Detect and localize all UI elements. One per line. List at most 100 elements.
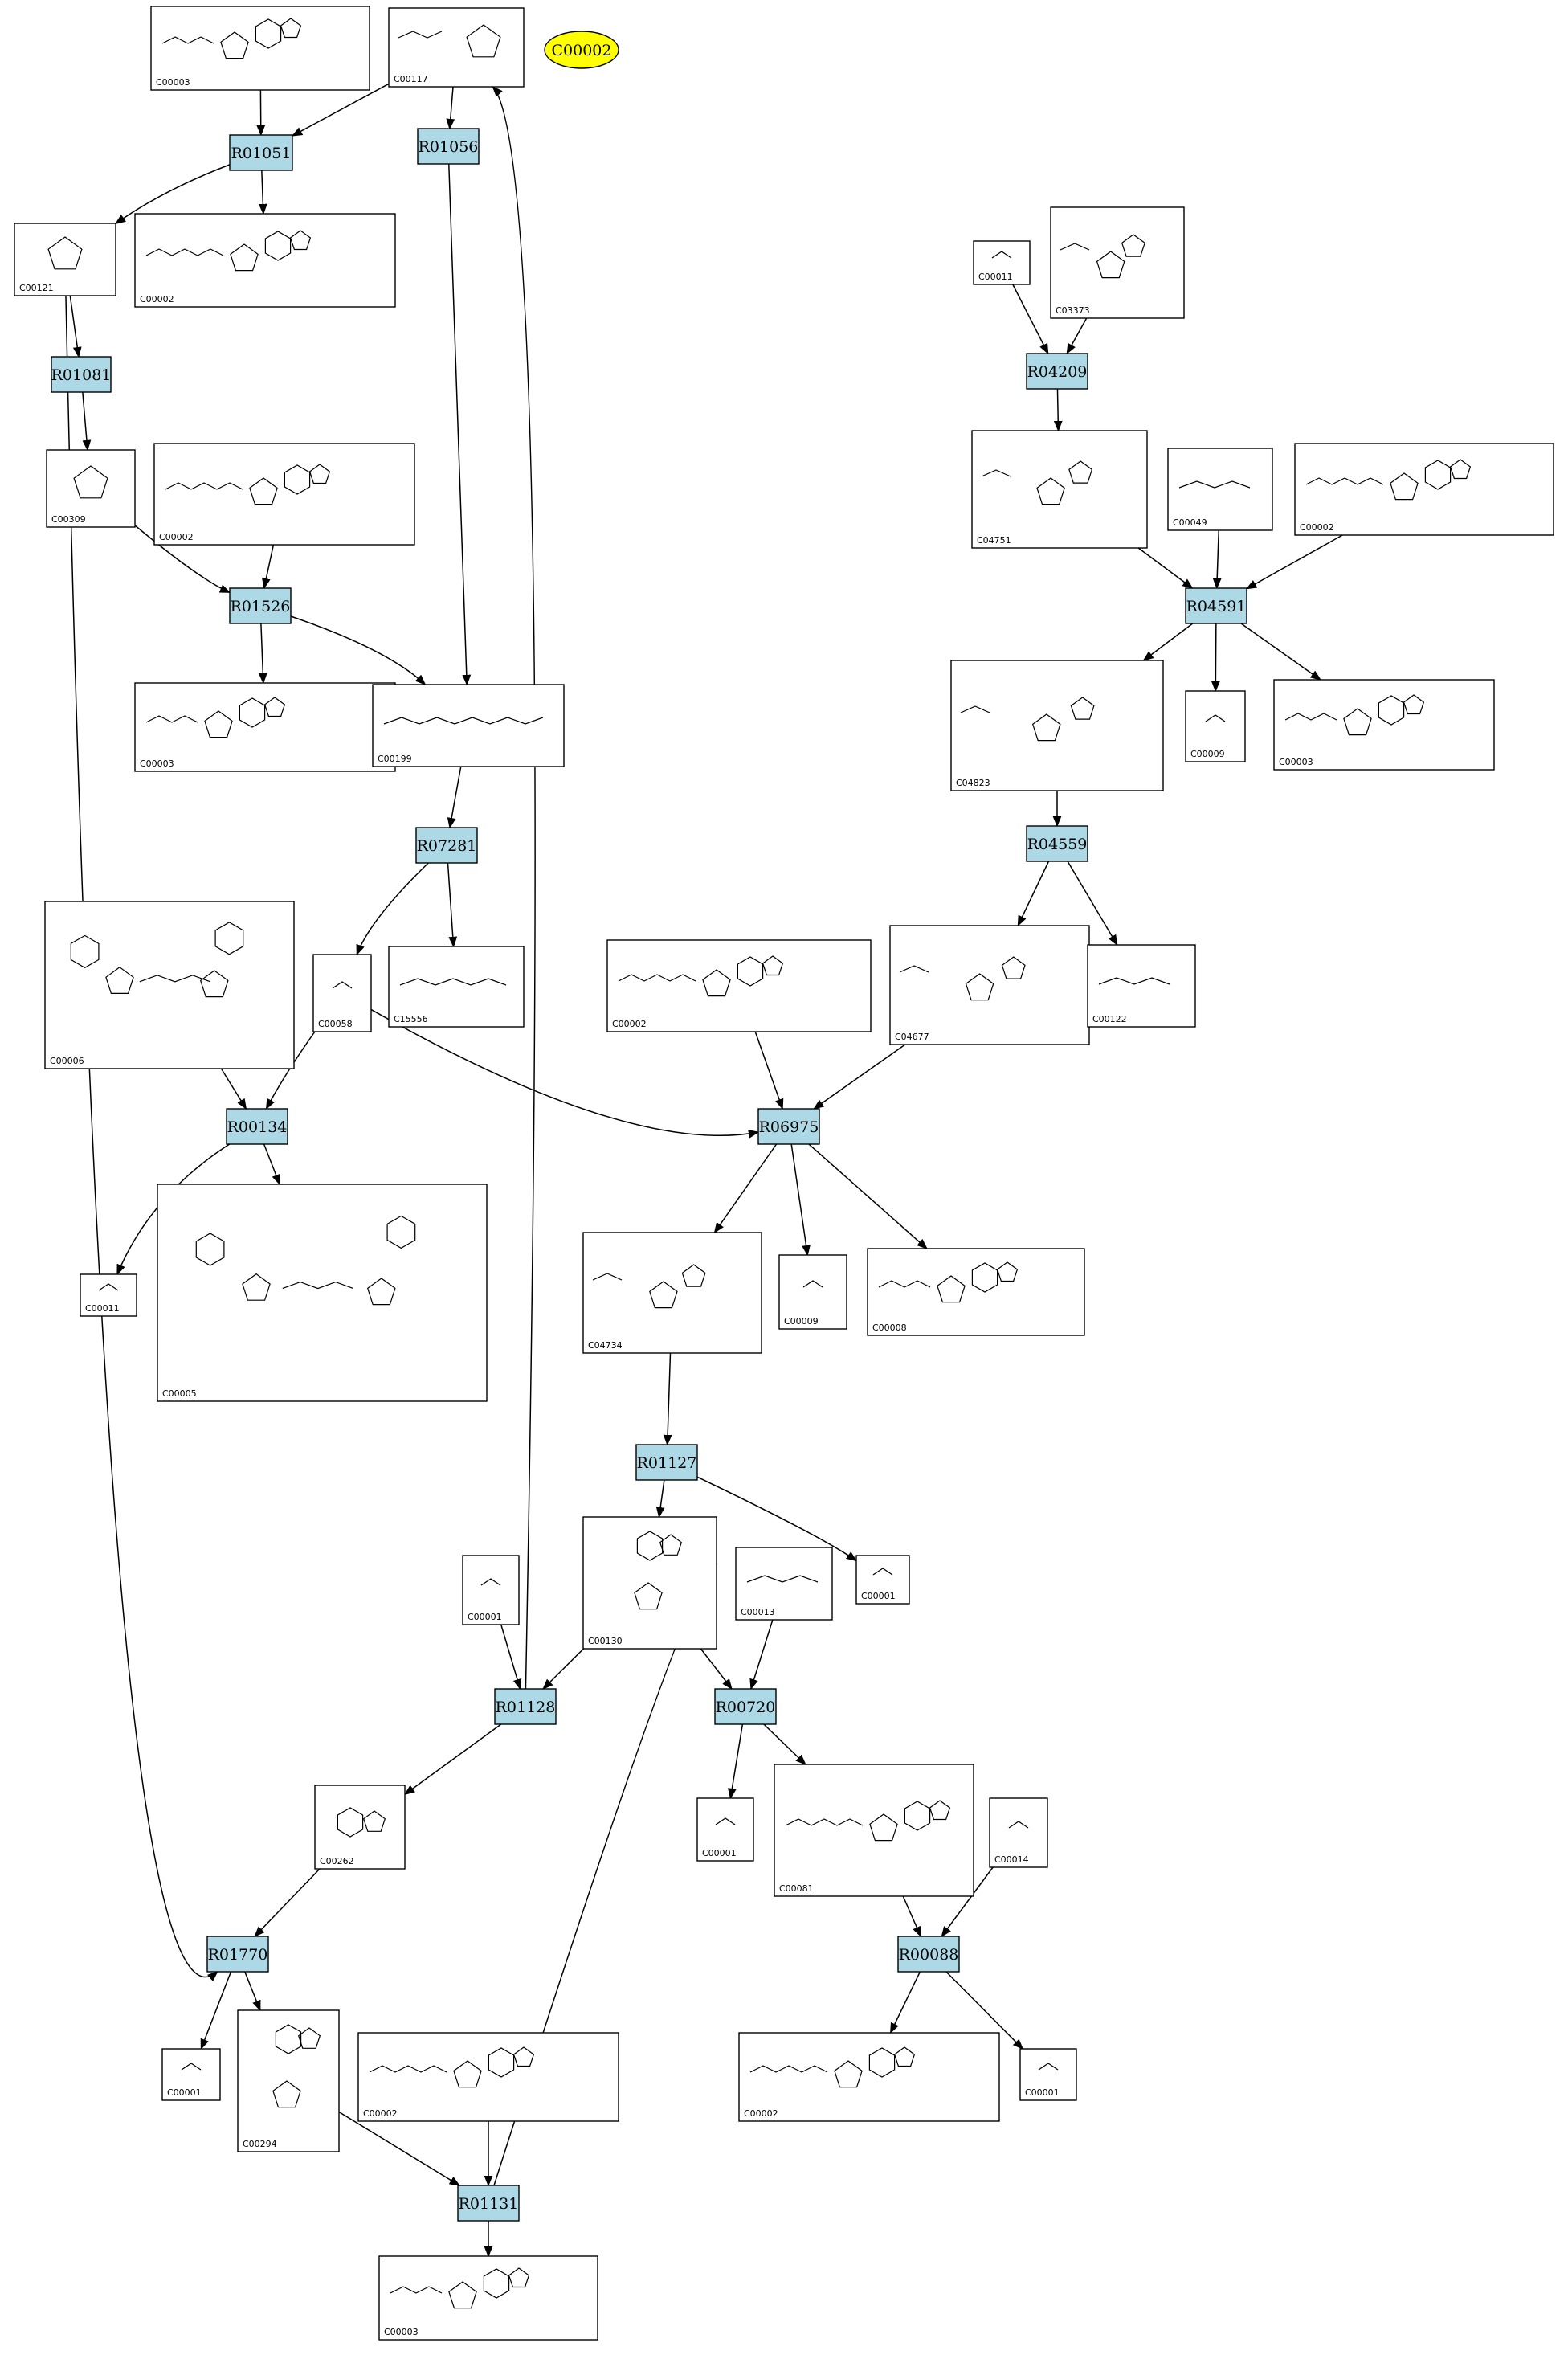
reaction-node[interactable]: R01770 bbox=[206, 1936, 269, 1973]
compound-node[interactable]: C15556 bbox=[388, 946, 525, 1028]
highlight-compound-oval[interactable] bbox=[544, 31, 619, 69]
reaction-node[interactable]: R06975 bbox=[757, 1108, 820, 1145]
compound-box[interactable] bbox=[1050, 206, 1185, 319]
compound-node[interactable]: C00121 bbox=[14, 223, 116, 296]
compound-node[interactable]: C00002 bbox=[153, 443, 415, 546]
compound-node[interactable]: C00117 bbox=[388, 7, 525, 88]
compound-node[interactable]: C04734 bbox=[582, 1232, 762, 1354]
compound-node[interactable]: C00001 bbox=[855, 1555, 910, 1605]
reaction-box[interactable] bbox=[1026, 825, 1088, 862]
compound-box[interactable] bbox=[950, 660, 1164, 791]
reaction-node[interactable]: R00088 bbox=[897, 1936, 960, 1973]
compound-box[interactable] bbox=[1087, 944, 1196, 1028]
reaction-node[interactable]: R07281 bbox=[415, 827, 478, 864]
compound-node[interactable]: C00002 bbox=[738, 2032, 1000, 2122]
compound-box[interactable] bbox=[774, 1764, 974, 1897]
compound-node[interactable]: C04677 bbox=[889, 925, 1090, 1045]
compound-box[interactable] bbox=[855, 1555, 910, 1605]
compound-box[interactable] bbox=[161, 2048, 221, 2101]
compound-box[interactable] bbox=[153, 443, 415, 546]
reaction-node[interactable]: R01526 bbox=[229, 587, 292, 624]
compound-box[interactable] bbox=[889, 925, 1090, 1045]
compound-box[interactable] bbox=[735, 1547, 833, 1621]
compound-node[interactable]: C00002 bbox=[134, 213, 396, 308]
reaction-box[interactable] bbox=[417, 128, 480, 165]
compound-node[interactable]: C00262 bbox=[314, 1785, 406, 1870]
compound-box[interactable] bbox=[134, 682, 396, 772]
reaction-box[interactable] bbox=[757, 1108, 820, 1145]
compound-node[interactable]: C00058 bbox=[312, 954, 372, 1032]
compound-node[interactable]: C00001 bbox=[161, 2048, 221, 2101]
compound-node[interactable]: C00122 bbox=[1087, 944, 1196, 1028]
compound-box[interactable] bbox=[314, 1785, 406, 1870]
reaction-box[interactable] bbox=[1026, 353, 1088, 390]
compound-box[interactable] bbox=[46, 449, 136, 528]
compound-box[interactable] bbox=[989, 1797, 1048, 1868]
compound-box[interactable] bbox=[134, 213, 396, 308]
compound-node[interactable]: C00130 bbox=[582, 1516, 717, 1650]
compound-node[interactable]: C00002 bbox=[606, 939, 872, 1032]
compound-node[interactable]: C00009 bbox=[1185, 690, 1246, 762]
reaction-node[interactable]: R01056 bbox=[417, 128, 480, 165]
compound-box[interactable] bbox=[1185, 690, 1246, 762]
compound-node[interactable]: C04751 bbox=[971, 430, 1148, 549]
compound-node[interactable]: C00002 bbox=[1294, 443, 1554, 536]
compound-box[interactable] bbox=[372, 684, 565, 767]
reaction-node[interactable]: R01081 bbox=[51, 356, 112, 393]
compound-box[interactable] bbox=[778, 1254, 847, 1330]
compound-node[interactable]: C00002 bbox=[357, 2032, 619, 2122]
compound-node[interactable]: C00009 bbox=[778, 1254, 847, 1330]
compound-box[interactable] bbox=[606, 939, 872, 1032]
compound-node[interactable]: C00049 bbox=[1167, 448, 1273, 531]
reaction-node[interactable]: R01131 bbox=[457, 2185, 520, 2222]
compound-box[interactable] bbox=[1294, 443, 1554, 536]
reaction-node[interactable]: R00720 bbox=[714, 1688, 777, 1725]
reaction-box[interactable] bbox=[51, 356, 112, 393]
compound-box[interactable] bbox=[312, 954, 372, 1032]
compound-box[interactable] bbox=[1273, 679, 1495, 771]
reaction-box[interactable] bbox=[635, 1444, 698, 1481]
reaction-node[interactable]: R01128 bbox=[494, 1688, 557, 1725]
compound-box[interactable] bbox=[582, 1516, 717, 1650]
reaction-box[interactable] bbox=[226, 1108, 288, 1145]
compound-box[interactable] bbox=[157, 1184, 488, 1402]
compound-box[interactable] bbox=[378, 2255, 598, 2341]
compound-node[interactable]: C00006 bbox=[44, 901, 295, 1069]
compound-box[interactable] bbox=[867, 1248, 1085, 1336]
compound-box[interactable] bbox=[971, 430, 1148, 549]
compound-box[interactable] bbox=[973, 240, 1031, 285]
compound-node[interactable]: C00011 bbox=[80, 1273, 137, 1317]
compound-node[interactable]: C00011 bbox=[973, 240, 1031, 285]
compound-box[interactable] bbox=[80, 1273, 137, 1317]
reaction-node[interactable]: R04559 bbox=[1026, 825, 1088, 862]
compound-node[interactable]: C00199 bbox=[372, 684, 565, 767]
compound-box[interactable] bbox=[738, 2032, 1000, 2122]
reaction-node[interactable]: R01051 bbox=[229, 134, 293, 171]
reaction-box[interactable] bbox=[229, 587, 292, 624]
reaction-node[interactable]: R04591 bbox=[1185, 587, 1247, 624]
compound-node[interactable]: C00003 bbox=[150, 6, 370, 91]
compound-box[interactable] bbox=[696, 1797, 754, 1862]
compound-box[interactable] bbox=[357, 2032, 619, 2122]
compound-node[interactable]: C00001 bbox=[696, 1797, 754, 1862]
compound-node[interactable]: C00013 bbox=[735, 1547, 833, 1621]
compound-node[interactable]: C00001 bbox=[1019, 2048, 1077, 2101]
reaction-box[interactable] bbox=[206, 1936, 269, 1973]
compound-node[interactable]: C00309 bbox=[46, 449, 136, 528]
reaction-box[interactable] bbox=[457, 2185, 520, 2222]
compound-node[interactable]: C00003 bbox=[378, 2255, 598, 2341]
reaction-box[interactable] bbox=[1185, 587, 1247, 624]
compound-box[interactable] bbox=[1019, 2048, 1077, 2101]
compound-box[interactable] bbox=[1167, 448, 1273, 531]
compound-node[interactable]: C00294 bbox=[237, 2009, 340, 2152]
reaction-node[interactable]: R04209 bbox=[1026, 353, 1088, 390]
compound-node[interactable]: C04823 bbox=[950, 660, 1164, 791]
compound-node[interactable]: C00001 bbox=[462, 1555, 520, 1625]
compound-box[interactable] bbox=[388, 7, 525, 88]
compound-node[interactable]: C00008 bbox=[867, 1248, 1085, 1336]
reaction-node[interactable]: R01127 bbox=[635, 1444, 698, 1481]
reaction-box[interactable] bbox=[494, 1688, 557, 1725]
compound-node[interactable]: C00081 bbox=[774, 1764, 974, 1897]
reaction-box[interactable] bbox=[897, 1936, 960, 1973]
compound-box[interactable] bbox=[582, 1232, 762, 1354]
